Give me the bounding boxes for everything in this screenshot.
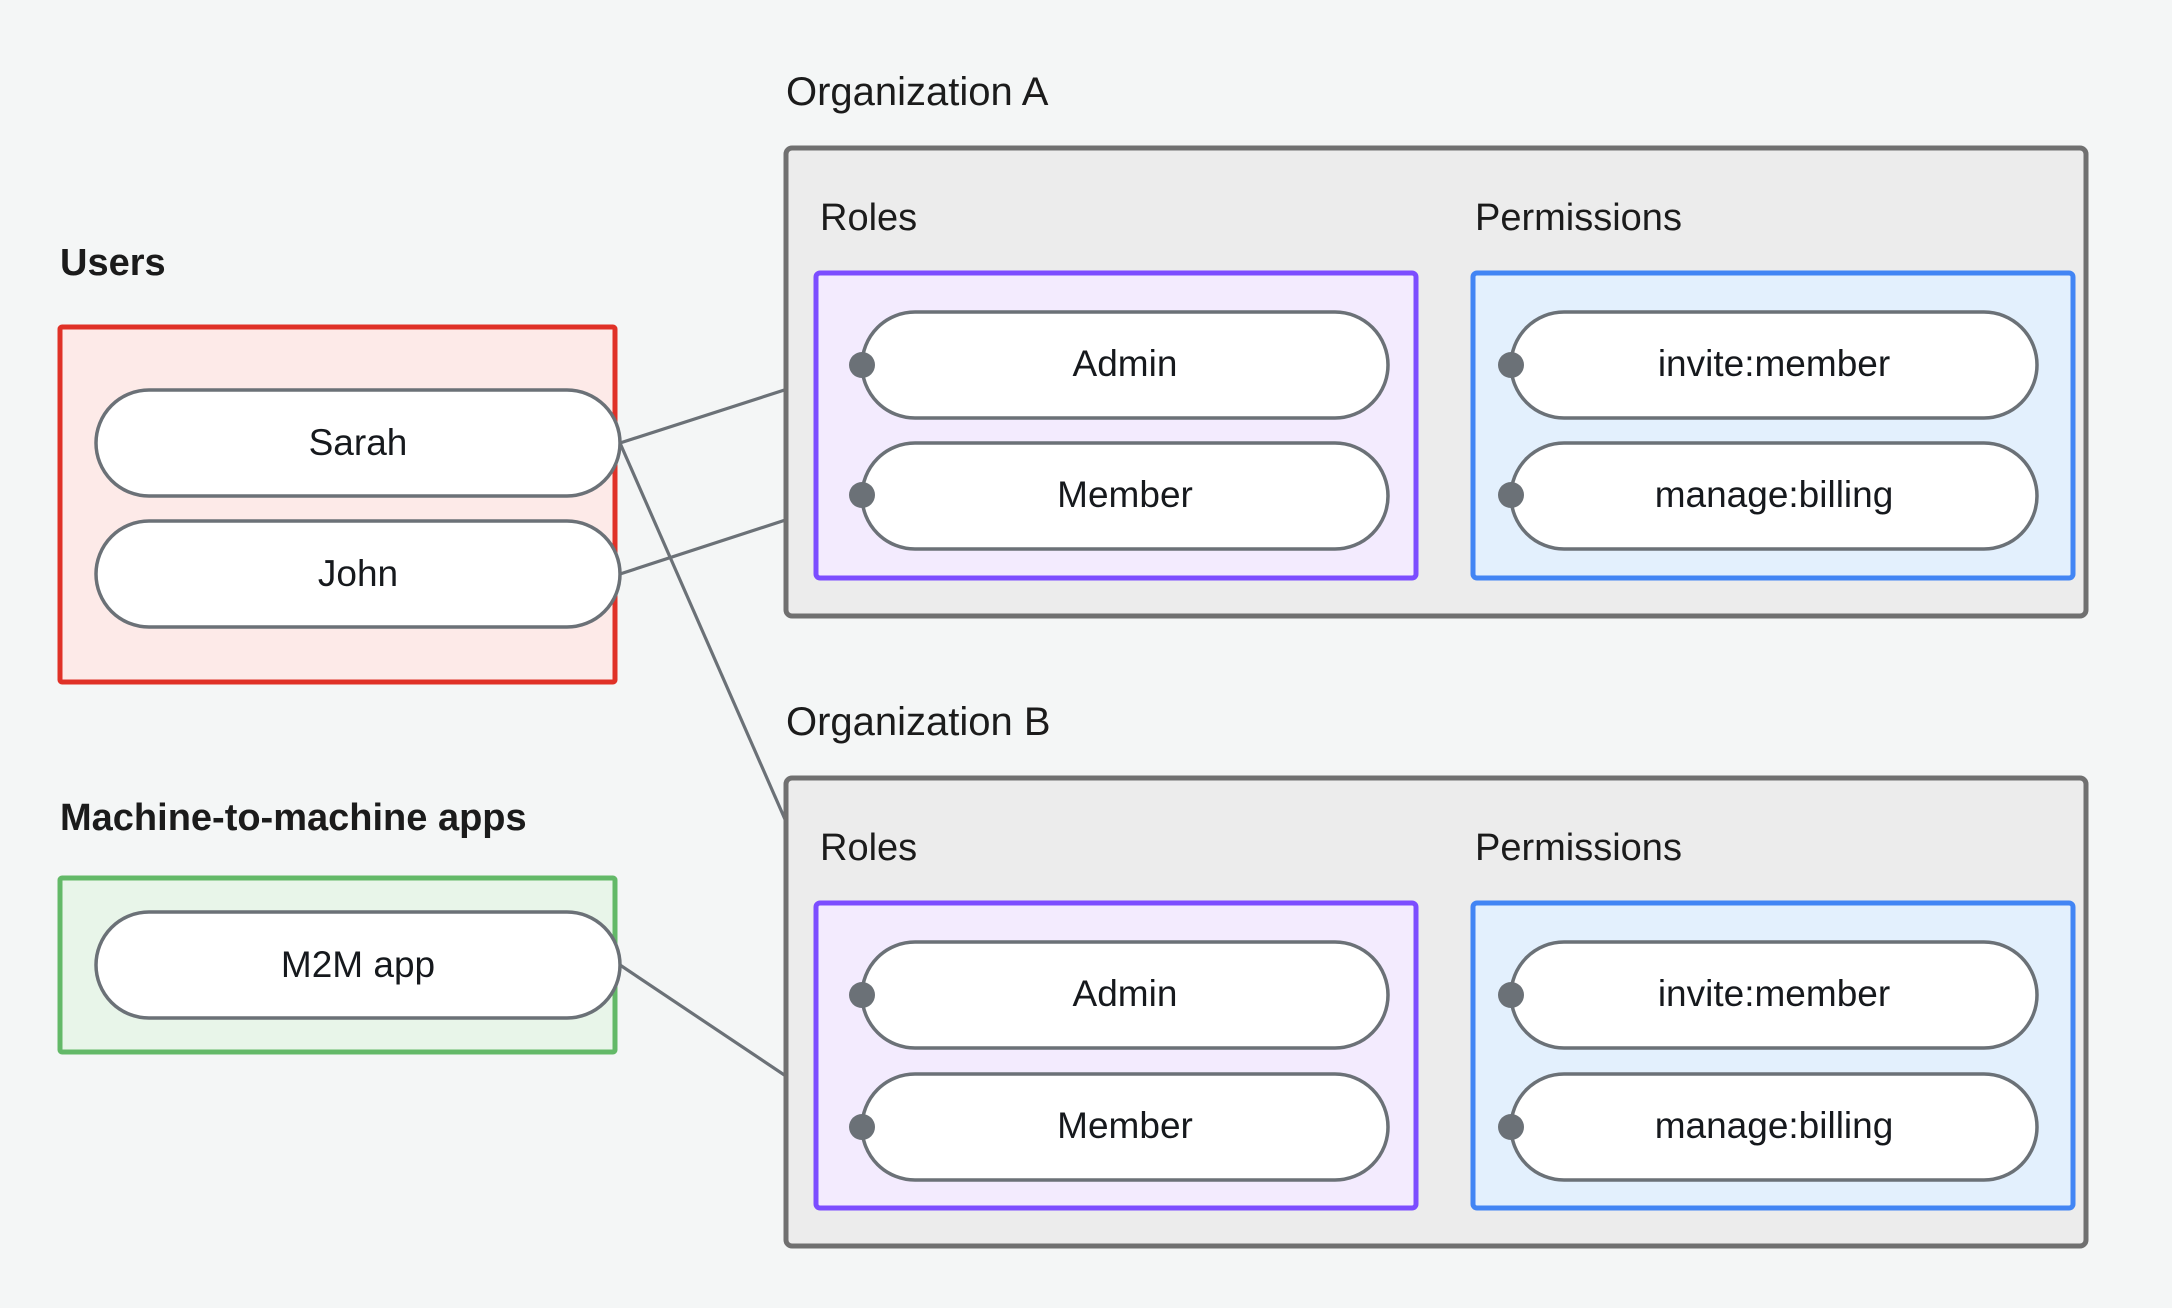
endpoint-dot-org-a-billing-in (1498, 482, 1524, 508)
endpoint-dot-org-b-billing-in (1498, 1114, 1524, 1140)
node-org-a-invite-member-label: invite:member (1658, 343, 1890, 384)
group-machine-to-machine: Machine-to-machine apps M2M app (57, 797, 622, 1055)
node-org-a-invite-member[interactable]: invite:member (1509, 310, 2039, 420)
edge-endpoint-dots (849, 352, 1524, 1140)
node-sarah-label: Sarah (309, 422, 408, 463)
endpoint-dot-org-b-member-in (849, 1114, 875, 1140)
org-a-roles-label: Roles (820, 197, 917, 239)
org-a-permissions-label: Permissions (1475, 197, 1682, 239)
endpoint-dot-org-b-invite-in (1498, 982, 1524, 1008)
node-org-b-manage-billing-label: manage:billing (1655, 1105, 1894, 1146)
node-org-b-manage-billing[interactable]: manage:billing (1509, 1072, 2039, 1182)
node-org-a-member-label: Member (1057, 474, 1193, 515)
endpoint-dot-org-b-admin-in (849, 982, 875, 1008)
node-org-b-invite-member-label: invite:member (1658, 973, 1890, 1014)
node-org-a-member[interactable]: Member (860, 441, 1390, 551)
node-org-b-admin[interactable]: Admin (860, 940, 1390, 1050)
node-m2m-app-label: M2M app (281, 944, 435, 985)
node-org-a-manage-billing-label: manage:billing (1655, 474, 1894, 515)
organization-a: Organization A Roles Admin Member Permis… (783, 70, 2089, 619)
org-b-roles-label: Roles (820, 827, 917, 869)
organization-b: Organization B Roles Admin Member Permis… (783, 700, 2089, 1249)
node-m2m-app[interactable]: M2M app (94, 910, 622, 1020)
org-b-permissions-label: Permissions (1475, 827, 1682, 869)
node-john-label: John (318, 553, 398, 594)
node-org-b-invite-member[interactable]: invite:member (1509, 940, 2039, 1050)
group-users: Users Sarah John (57, 242, 622, 685)
node-sarah[interactable]: Sarah (94, 388, 622, 498)
node-org-a-admin[interactable]: Admin (860, 310, 1390, 420)
node-org-a-manage-billing[interactable]: manage:billing (1509, 441, 2039, 551)
node-john[interactable]: John (94, 519, 622, 629)
endpoint-dot-org-a-member-in (849, 482, 875, 508)
org-a-title: Organization A (786, 70, 1049, 114)
node-org-b-admin-label: Admin (1073, 973, 1178, 1014)
endpoint-dot-org-a-admin-in (849, 352, 875, 378)
node-org-a-admin-label: Admin (1073, 343, 1178, 384)
m2m-group-label: Machine-to-machine apps (60, 797, 527, 839)
node-org-b-member-label: Member (1057, 1105, 1193, 1146)
endpoint-dot-org-a-invite-in (1498, 352, 1524, 378)
org-b-title: Organization B (786, 700, 1051, 744)
users-group-label: Users (60, 242, 166, 284)
node-org-b-member[interactable]: Member (860, 1072, 1390, 1182)
